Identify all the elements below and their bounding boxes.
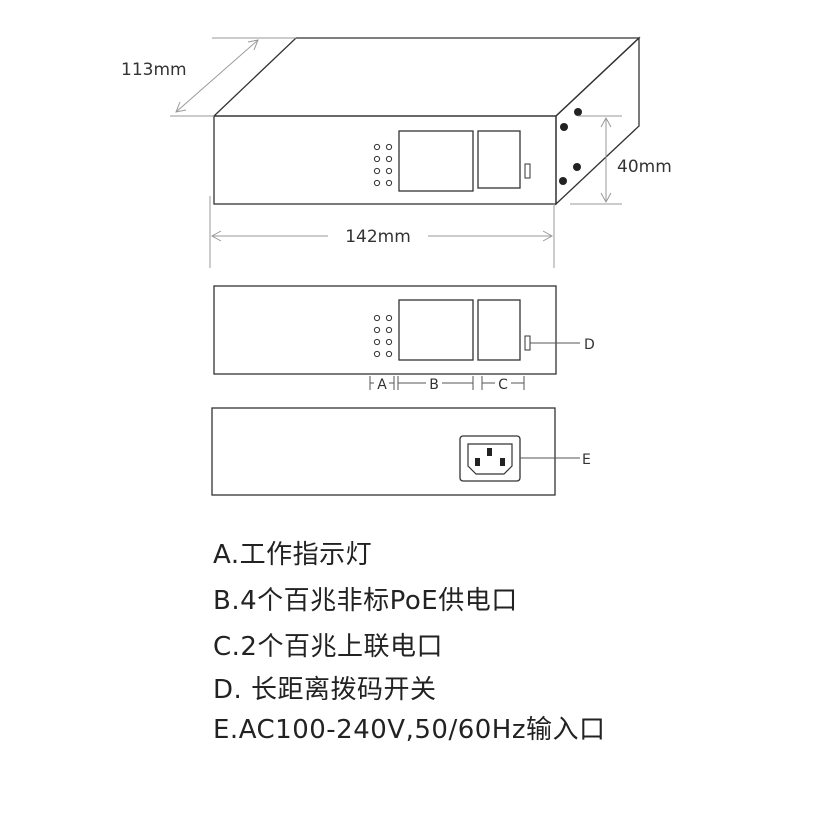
device-front-face bbox=[213, 115, 557, 205]
side-screws bbox=[559, 108, 582, 185]
legend-item-c: C.2个百兆上联电口 bbox=[213, 632, 443, 662]
device-top-face bbox=[212, 37, 641, 117]
marker-a: A bbox=[377, 377, 387, 393]
poe-port-block bbox=[398, 130, 474, 192]
legend: A.工作指示灯 B.4个百兆非标PoE供电口 C.2个百兆上联电口 D. 长距离… bbox=[213, 532, 606, 750]
front-view bbox=[213, 285, 557, 375]
front-callouts bbox=[369, 342, 580, 390]
front-dip-switch bbox=[524, 335, 531, 351]
marker-c: C bbox=[498, 377, 508, 393]
height-dimension-label: 40mm bbox=[617, 157, 672, 177]
rear-panel bbox=[211, 407, 556, 496]
marker-d: D bbox=[584, 337, 595, 353]
depth-dimension-line bbox=[175, 39, 259, 113]
front-poe-port-block bbox=[398, 299, 474, 361]
front-uplink-port-block bbox=[477, 299, 521, 361]
uplink-port-block bbox=[477, 130, 521, 189]
dip-switch bbox=[524, 163, 531, 179]
marker-e: E bbox=[582, 452, 591, 468]
front-panel bbox=[213, 285, 557, 375]
legend-item-e: E.AC100-240V,50/60Hz输入口 bbox=[213, 715, 606, 745]
front-led-indicators bbox=[373, 314, 393, 358]
legend-item-a: A.工作指示灯 bbox=[213, 540, 373, 570]
marker-b: B bbox=[429, 377, 439, 393]
device-side-face bbox=[555, 36, 640, 206]
legend-item-d: D. 长距离拨码开关 bbox=[213, 675, 437, 705]
rear-view bbox=[211, 407, 580, 496]
dimension-lines bbox=[170, 37, 622, 268]
isometric-view bbox=[212, 36, 641, 206]
power-inlet bbox=[459, 435, 521, 482]
width-dimension-label: 142mm bbox=[345, 227, 411, 247]
depth-dimension-label: 113mm bbox=[121, 60, 187, 80]
led-indicators bbox=[373, 143, 393, 187]
legend-item-b: B.4个百兆非标PoE供电口 bbox=[213, 586, 518, 616]
